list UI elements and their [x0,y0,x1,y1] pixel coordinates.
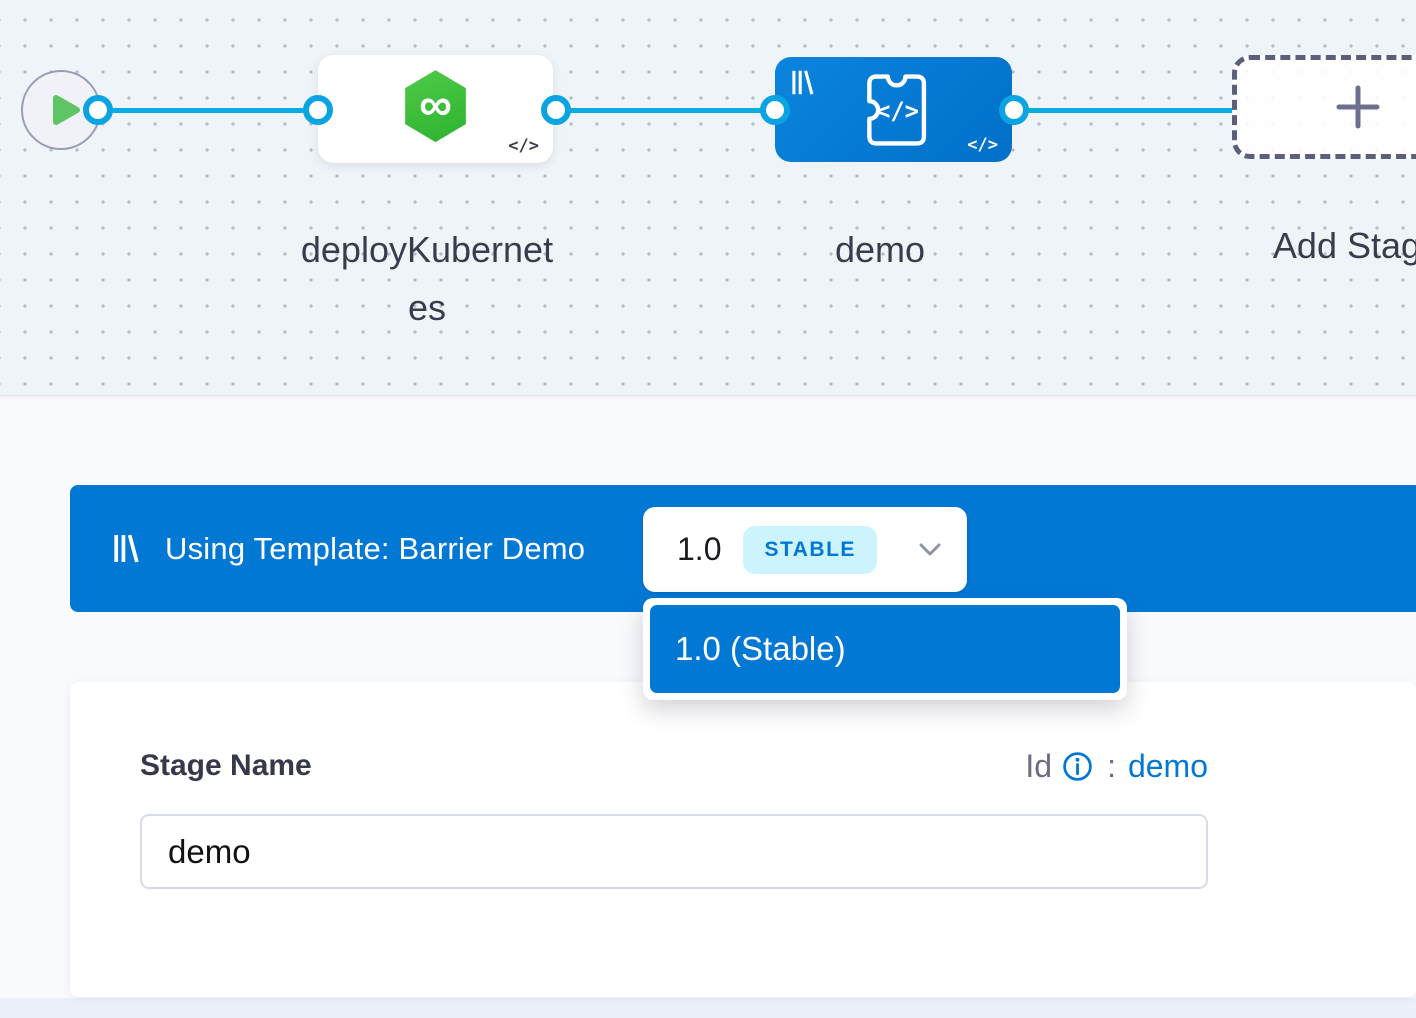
stage-name-input[interactable] [140,814,1208,889]
add-stage-button[interactable] [1232,55,1416,159]
edge-connector [98,108,320,113]
infinity-icon: ∞ [419,81,452,127]
version-dropdown-menu: 1.0 (Stable) [643,598,1127,700]
port-demo-in[interactable] [760,95,790,125]
port-deploy-in[interactable] [303,95,333,125]
play-icon [43,89,85,131]
edge-connector [556,108,777,113]
version-dropdown-item[interactable]: 1.0 (Stable) [650,605,1120,693]
template-version: 1.0 [677,531,721,568]
using-template-banner: Using Template: Barrier Demo 1.0 STABLE [70,485,1416,612]
stage-label-deploykubernetes[interactable]: deployKubernetes [295,221,559,336]
port-demo-out[interactable] [999,95,1029,125]
stage-label-demo[interactable]: demo [780,221,980,279]
stable-badge: STABLE [743,526,876,574]
stage-node-demo[interactable]: </> </> [775,57,1012,162]
info-icon[interactable] [1062,751,1093,782]
add-stage-label[interactable]: Add Stage [1225,217,1416,275]
chevron-down-icon [919,543,941,556]
stage-node-deploykubernetes[interactable]: ∞ </> [318,55,553,163]
stage-id-value[interactable]: demo [1128,748,1208,785]
code-icon: </> [967,135,998,155]
id-separator: : [1107,748,1116,785]
edge-connector [1014,108,1234,113]
port-deploy-out[interactable] [541,95,571,125]
stage-id-group: Id : demo [1025,748,1208,785]
custom-stage-icon: </> [850,66,938,154]
stage-name-label: Stage Name [140,749,312,783]
port-start-out[interactable] [83,95,113,125]
template-library-icon [112,533,139,564]
template-version-selector[interactable]: 1.0 STABLE [643,507,967,592]
code-icon: </> [508,136,539,156]
pipeline-canvas[interactable]: ∞ </> </> </> [0,0,1416,396]
template-library-icon [790,69,814,96]
plus-icon [1334,83,1382,131]
deploy-stage-icon: ∞ [403,70,469,142]
stage-overview-panel: Stage Name Id : demo [70,682,1416,997]
id-label: Id [1025,748,1052,785]
page-background-strip [0,998,1416,1018]
svg-text:</>: </> [876,96,919,124]
using-template-text: Using Template: Barrier Demo [165,531,585,567]
